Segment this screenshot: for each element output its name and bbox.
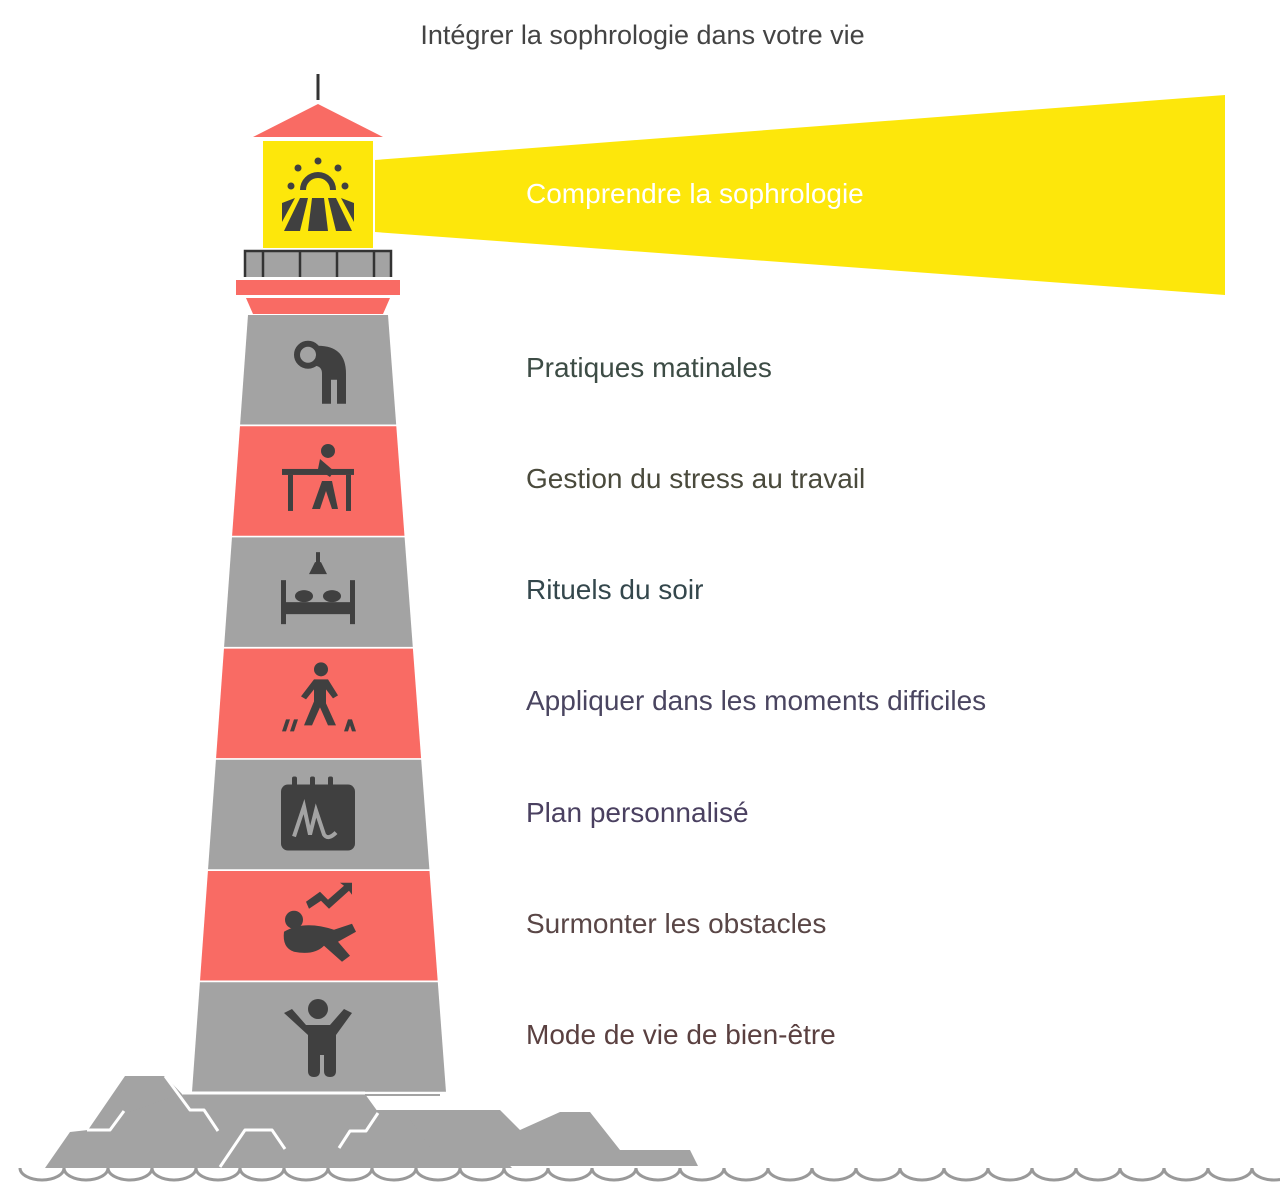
step-label-5: Plan personnalisé	[526, 796, 749, 828]
person-walking-obstacles-icon	[282, 662, 356, 732]
sunrise-icon	[282, 157, 354, 231]
step-label-2: Gestion du stress au travail	[526, 462, 866, 494]
light-beam	[375, 95, 1225, 295]
step-label-7: Mode de vie de bien-être	[526, 1018, 836, 1050]
calendar-signature-icon	[281, 776, 355, 851]
step-label-comprendre: Comprendre la sophrologie	[526, 178, 864, 209]
rocks	[45, 1075, 512, 1168]
step-label-6: Surmonter les obstacles	[526, 907, 827, 939]
gallery-deck	[236, 280, 400, 295]
tower-band-2	[232, 426, 405, 536]
diagram-title: Intégrer la sophrologie dans votre vie	[420, 20, 865, 50]
person-at-desk-icon	[282, 443, 354, 511]
step-label-3: Rituels du soir	[526, 574, 704, 606]
gallery-base	[246, 298, 390, 314]
lantern	[263, 141, 373, 248]
tower-band-1	[240, 315, 397, 425]
tower-band-6	[200, 871, 438, 981]
water-waves	[18, 1167, 1280, 1182]
person-climbing-icon	[283, 882, 356, 962]
tower-band-3	[224, 537, 413, 647]
step-label-4: Appliquer dans les moments difficiles	[526, 685, 987, 717]
person-arms-up-icon	[284, 998, 352, 1077]
roof	[253, 104, 383, 137]
step-label-1: Pratiques matinales	[526, 351, 772, 383]
stretching-person-icon	[294, 340, 346, 404]
gallery-railing	[243, 249, 393, 277]
bed-lamp-icon	[281, 552, 355, 625]
